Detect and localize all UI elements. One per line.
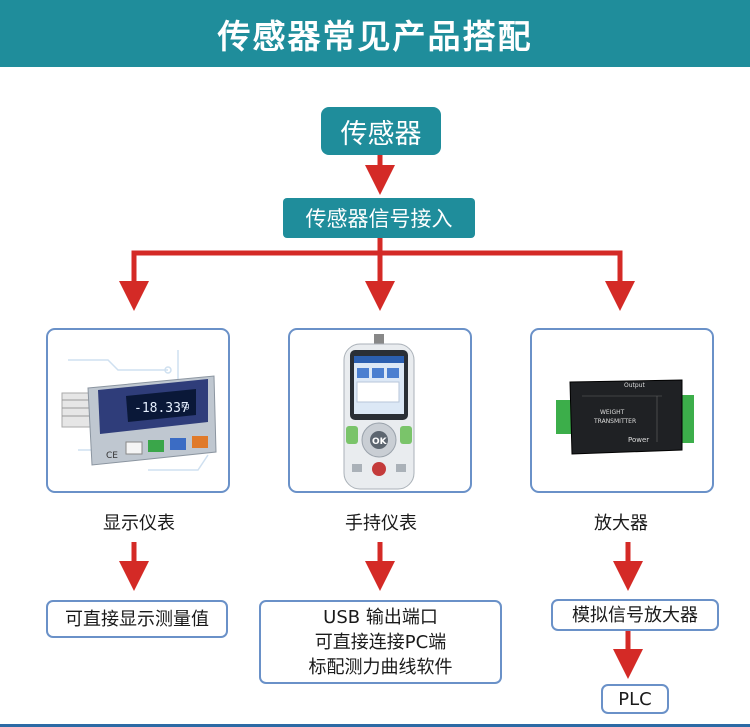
handheld-result-box: USB 输出端口 可直接连接PC端 标配测力曲线软件 <box>259 600 502 684</box>
svg-text:kg: kg <box>181 402 189 410</box>
amplifier-image: Output WEIGHT TRANSMITTER Power <box>556 379 694 455</box>
display-instrument-label: 显示仪表 <box>103 513 175 534</box>
amplifier-card: Output WEIGHT TRANSMITTER Power <box>530 328 714 493</box>
bottom-rule <box>0 724 750 727</box>
display-reading: -18.337 <box>134 401 189 416</box>
amplifier-label: 放大器 <box>594 513 648 534</box>
svg-text:CE: CE <box>106 451 118 461</box>
svg-text:WEIGHT: WEIGHT <box>600 409 625 416</box>
display-result-box: 可直接显示测量值 <box>46 600 228 638</box>
handheld-meter-card: OK <box>288 328 472 493</box>
svg-text:OK: OK <box>372 437 388 447</box>
svg-text:TRANSMITTER: TRANSMITTER <box>593 418 636 425</box>
sensor-node: 传感器 <box>321 107 441 155</box>
branch-line <box>131 250 623 295</box>
header-bar: 传感器常见产品搭配 <box>0 0 750 67</box>
plc-box: PLC <box>601 684 669 714</box>
amplifier-result-box: 模拟信号放大器 <box>551 599 719 631</box>
signal-input-node: 传感器信号接入 <box>283 198 475 238</box>
handheld-meter-image: OK <box>343 334 415 490</box>
page-title: 传感器常见产品搭配 <box>217 16 533 56</box>
handheld-meter-label: 手持仪表 <box>345 513 417 534</box>
svg-text:Power: Power <box>628 436 649 444</box>
svg-text:Output: Output <box>624 382 645 389</box>
display-instrument-image: -18.337 kg CE <box>61 350 217 471</box>
display-instrument-card: -18.337 kg CE <box>46 328 230 493</box>
